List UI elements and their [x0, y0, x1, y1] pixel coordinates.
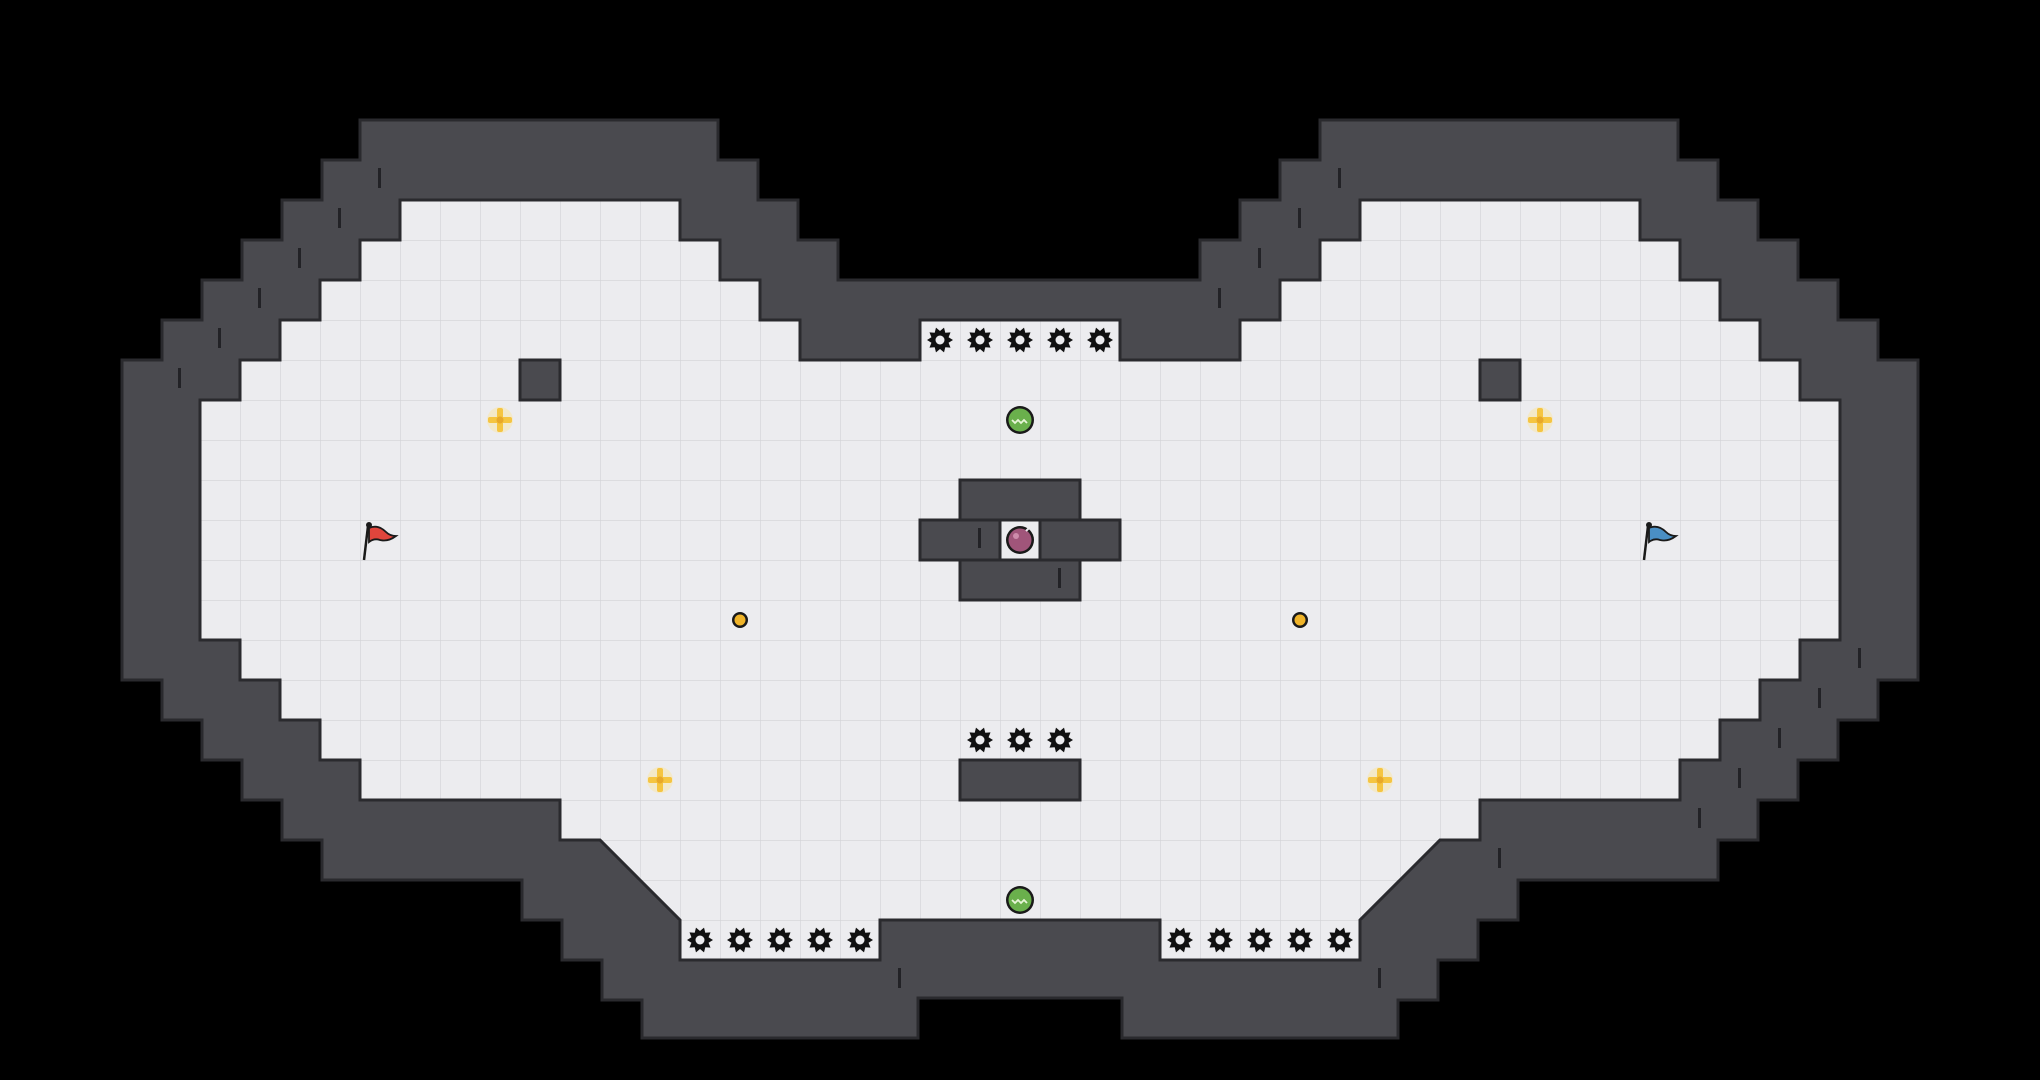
spike-icon	[1087, 327, 1113, 353]
wall-tick	[1298, 208, 1301, 228]
wall-block-right	[1478, 358, 1522, 402]
bottom-center-wall	[958, 758, 1082, 802]
spike-icon	[967, 727, 993, 753]
spike-icon	[967, 327, 993, 353]
wall-tick	[1818, 688, 1821, 708]
powerup-icon	[1006, 406, 1034, 434]
wall-tick	[978, 528, 981, 548]
wall-tick	[1258, 248, 1261, 268]
spike-icon	[807, 927, 833, 953]
spike-icon	[1327, 927, 1353, 953]
spike-icon	[1207, 927, 1233, 953]
bomb-icon	[1006, 526, 1034, 554]
wall-tick	[378, 168, 381, 188]
wall-tick	[1738, 768, 1741, 788]
wall-tick	[1338, 168, 1341, 188]
spike-icon	[1047, 727, 1073, 753]
spike-icon	[847, 927, 873, 953]
blue-flag-icon	[1642, 522, 1679, 561]
spike-icon	[1247, 927, 1273, 953]
boost-pad-icon	[647, 767, 673, 793]
boost-pad-icon	[1527, 407, 1553, 433]
spike-icon	[1007, 327, 1033, 353]
spike-icon	[1047, 327, 1073, 353]
wall-tick	[178, 368, 181, 388]
wall-tick	[338, 208, 341, 228]
center-structure-top	[958, 478, 1082, 522]
wall-tick	[1058, 568, 1061, 588]
spike-icon	[687, 927, 713, 953]
token-icon	[732, 612, 748, 628]
wall-tick	[898, 968, 901, 988]
wall-tick	[1698, 808, 1701, 828]
red-flag-icon	[362, 522, 399, 561]
wall-block-left	[518, 358, 562, 402]
wall-tick	[1218, 288, 1221, 308]
entity-layer	[362, 327, 1679, 953]
spike-icon	[767, 927, 793, 953]
wall-tick	[258, 288, 261, 308]
center-structure-bottom	[958, 558, 1082, 602]
wall-tick	[1498, 848, 1501, 868]
token-icon	[1292, 612, 1308, 628]
powerup-icon	[1006, 886, 1034, 914]
wall-tick	[1858, 648, 1861, 668]
spike-icon	[1007, 727, 1033, 753]
boost-pad-icon	[487, 407, 513, 433]
boost-pad-icon	[1367, 767, 1393, 793]
wall-tick	[298, 248, 301, 268]
wall-tick	[218, 328, 221, 348]
spike-icon	[727, 927, 753, 953]
wall-tick	[1378, 968, 1381, 988]
wall-tick	[1778, 728, 1781, 748]
spike-icon	[1167, 927, 1193, 953]
spike-icon	[927, 327, 953, 353]
spike-icon	[1287, 927, 1313, 953]
